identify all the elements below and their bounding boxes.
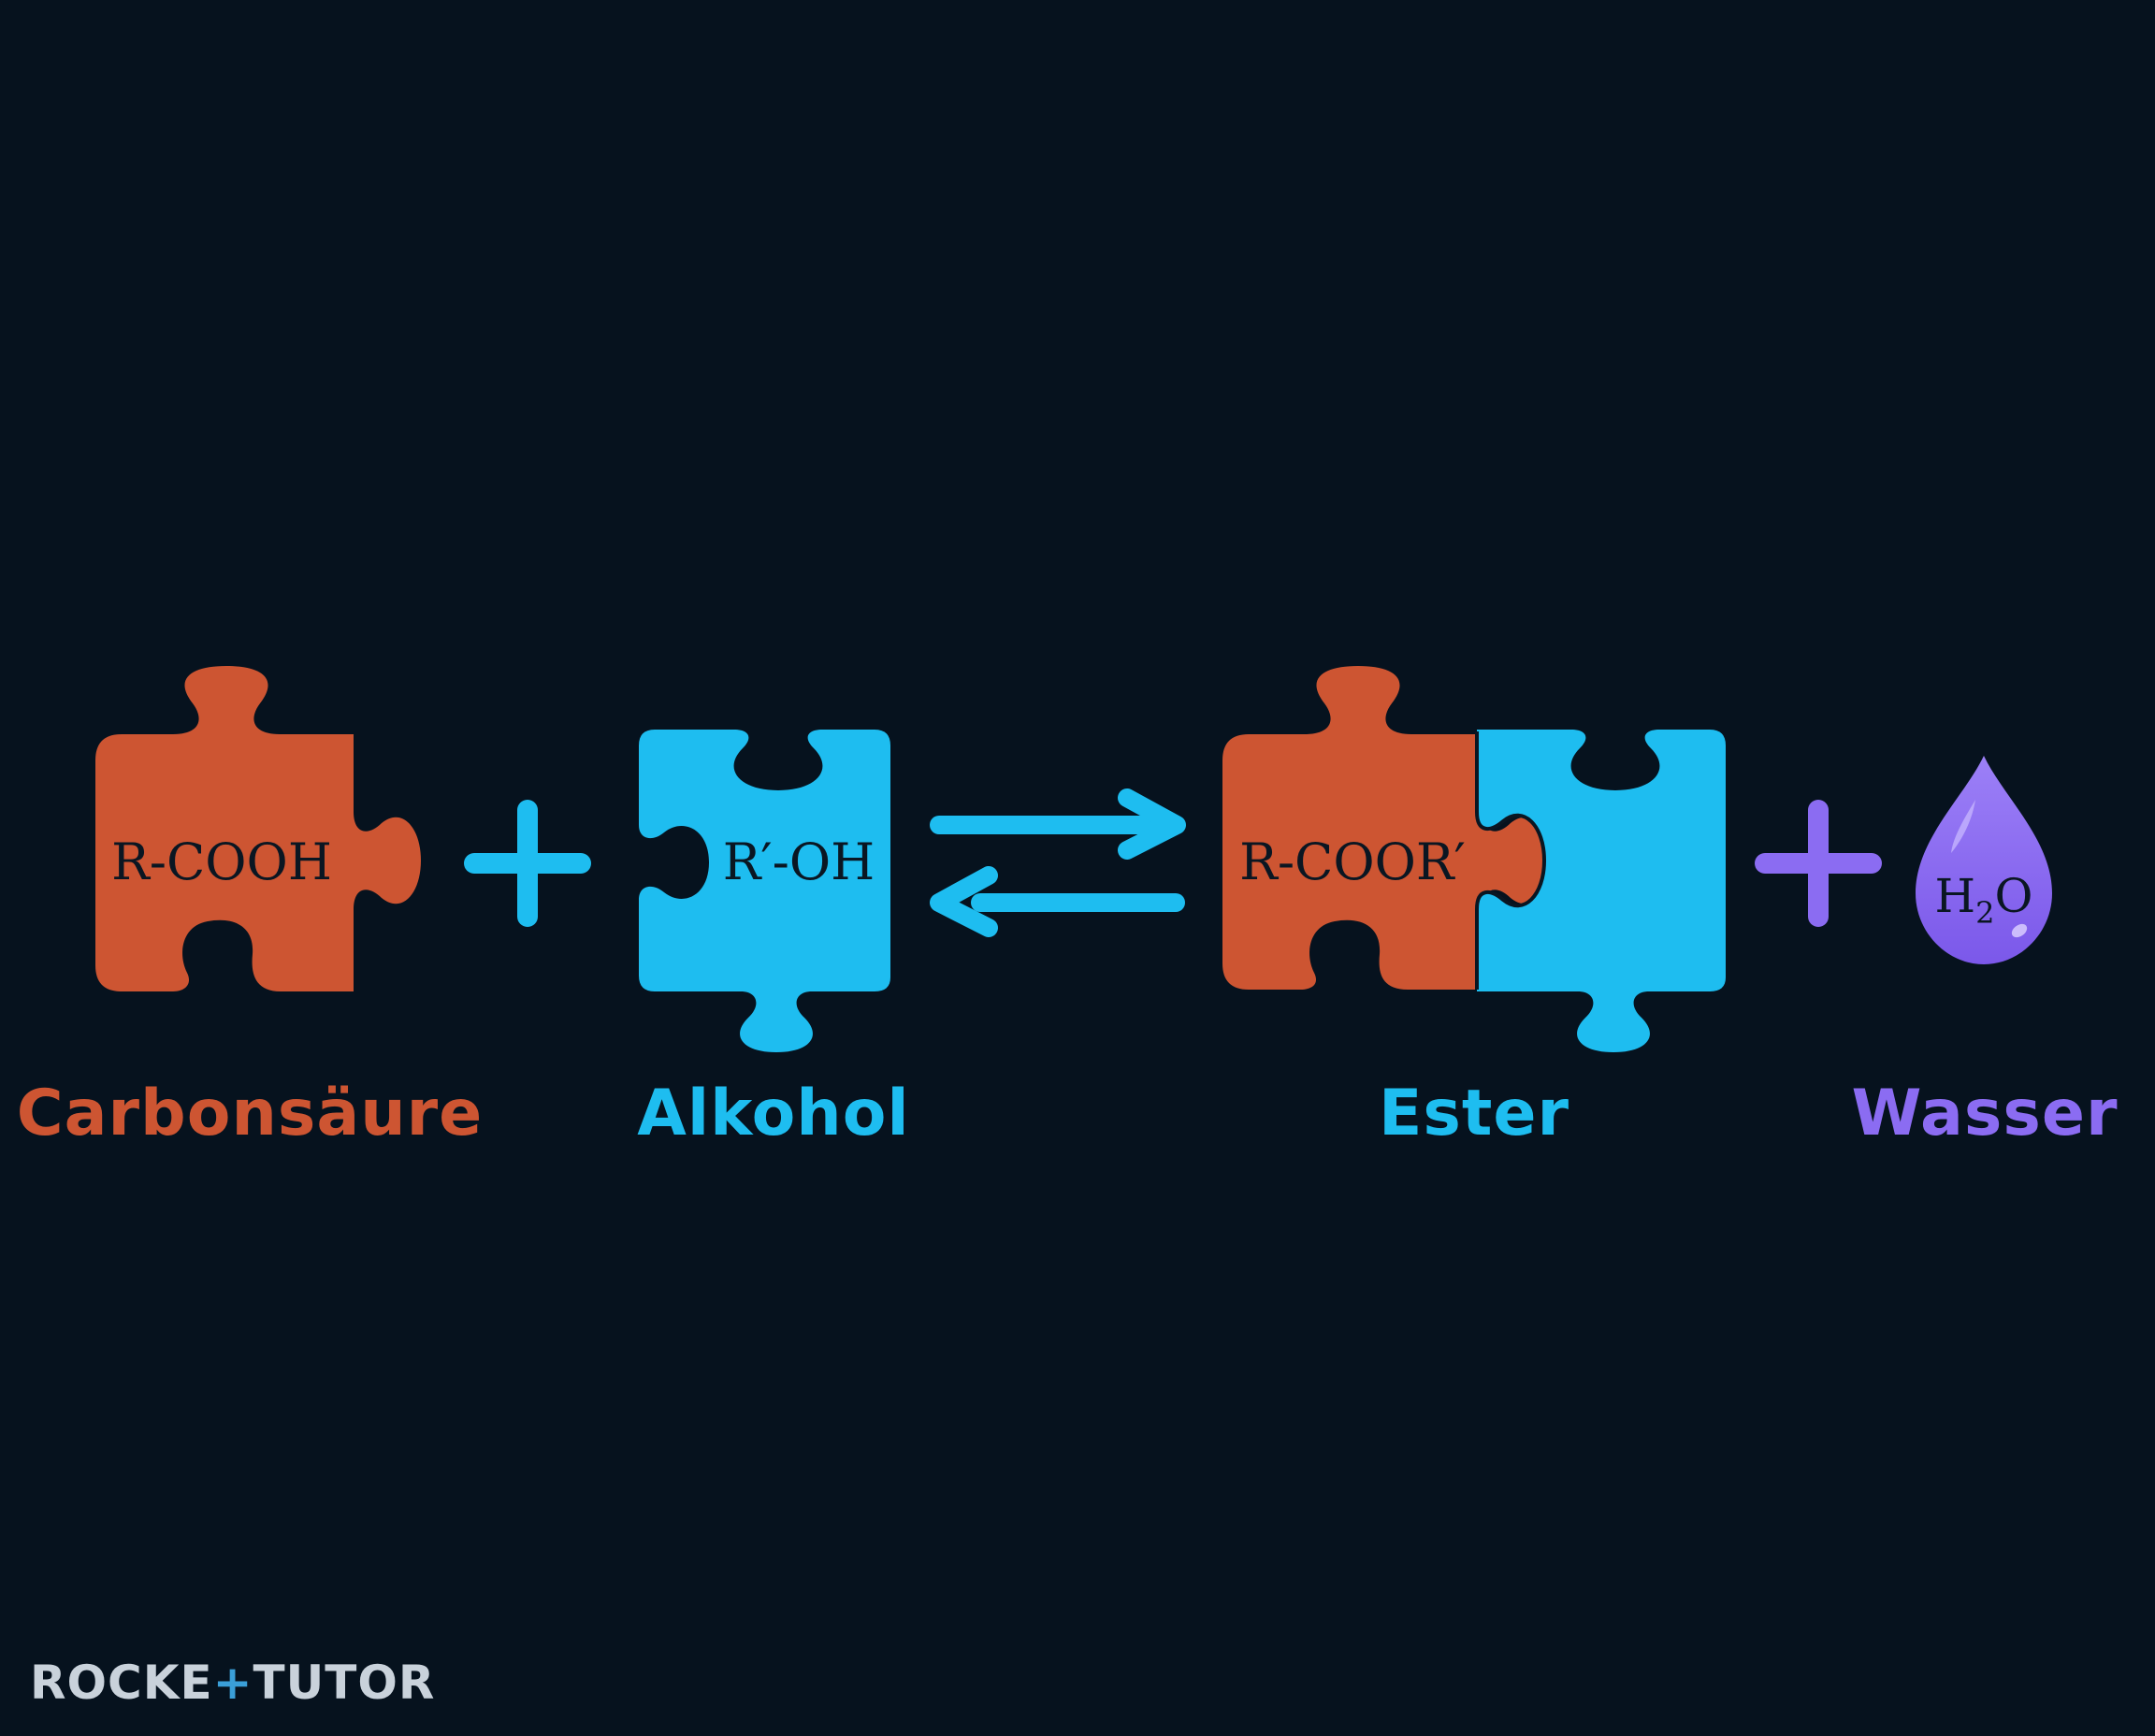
ester-formula: R-COOR′ [1239, 832, 1466, 891]
alcohol-formula: R′-OH [723, 832, 875, 891]
ester-puzzle-icon [1222, 666, 1726, 1052]
acid-puzzle-icon [95, 666, 421, 991]
alcohol-puzzle-icon [639, 730, 890, 1052]
logo-part-2: + [212, 1656, 253, 1710]
ester-label: Ester [1379, 1077, 1569, 1150]
plus-icon-2 [1755, 800, 1882, 927]
logo-part-1: ROCKE [30, 1656, 213, 1710]
water-drop-icon [1916, 756, 2052, 964]
water-formula: H2O [1935, 869, 2033, 931]
plus-icon [464, 800, 591, 927]
water-label: Wasser [1851, 1077, 2118, 1150]
acid-label: Carbonsäure [17, 1077, 484, 1150]
acid-formula: R-COOH [111, 832, 332, 891]
logo-part-3: TUTOR [253, 1656, 436, 1710]
logo: ROCKE+TUTOR [30, 1656, 435, 1710]
alcohol-label: Alkohol [637, 1077, 909, 1150]
equilibrium-arrows-icon [930, 788, 1186, 937]
